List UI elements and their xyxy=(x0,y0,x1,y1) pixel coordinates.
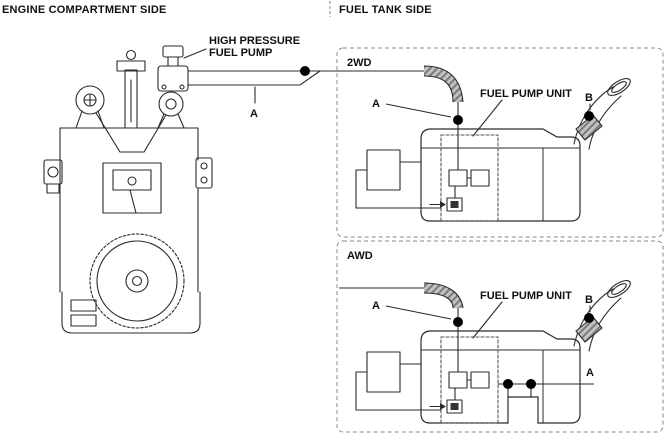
fuel-tank-seams-awd xyxy=(421,349,580,423)
pump-label-leader-line xyxy=(183,48,207,59)
engine-illustration xyxy=(43,45,213,334)
supply-hose-outline-awd xyxy=(423,282,464,309)
supply-hose-hatched-awd xyxy=(423,283,463,309)
connector-a-label-2wd: A xyxy=(372,98,380,110)
fuel-tank-outline-awd xyxy=(420,330,581,424)
fuel-tank-outline-2wd xyxy=(420,128,581,222)
high-pressure-fuel-pump-label-line2: FUEL PUMP xyxy=(209,47,272,59)
high-pressure-fuel-pump xyxy=(157,45,189,92)
connector-a-leader-line-awd xyxy=(385,305,452,320)
crank-pulley xyxy=(89,233,185,329)
connector-b-label-2wd: B xyxy=(585,92,593,104)
section-box-awd xyxy=(336,240,664,433)
connector-a-label-awd: A xyxy=(372,300,380,312)
engine-side-header: ENGINE COMPARTMENT SIDE xyxy=(2,4,167,16)
section-title-awd: AWD xyxy=(347,250,373,262)
cam-pulley-right xyxy=(157,91,185,129)
tank-assembly-awd xyxy=(339,276,634,424)
connector-b-label-awd: B xyxy=(585,294,593,306)
fuel-pump-unit-label-2wd: FUEL PUMP UNIT xyxy=(480,88,572,100)
piston-cutaway xyxy=(102,162,162,214)
connector-a-label-engine: A xyxy=(250,108,258,120)
supply-hose-outline-2wd xyxy=(423,75,454,103)
timing-chain-lines xyxy=(95,112,167,153)
high-pressure-fuel-pump-label-line1: HIGH PRESSURE xyxy=(209,35,300,47)
fuel-tank-side-header: FUEL TANK SIDE xyxy=(339,4,432,16)
feed-line-lower xyxy=(187,70,321,86)
engine-mount-left xyxy=(43,159,63,194)
tank-assembly-2wd xyxy=(355,65,634,222)
chain-tensioner xyxy=(116,49,146,129)
fuel-pump-unit-label-awd: FUEL PUMP UNIT xyxy=(480,290,572,302)
fuel-tank-seams-2wd xyxy=(421,147,580,221)
connector-a-leader-line-2wd xyxy=(385,103,452,118)
section-box-2wd xyxy=(336,47,664,238)
connector-a-dot-awd xyxy=(453,317,463,327)
fuel-line-connector-dot xyxy=(300,66,310,76)
connector-a-dot-2wd xyxy=(453,115,463,125)
connector-a2-label-awd: A xyxy=(586,367,594,379)
supply-hose-outline-awd xyxy=(423,292,454,309)
crossover-dot-2-awd xyxy=(526,379,536,389)
cam-pulley-left xyxy=(75,85,105,129)
section-title-2wd: 2WD xyxy=(347,57,372,69)
supply-hose-outline-2wd xyxy=(423,65,464,103)
crossover-dot-1-awd xyxy=(503,379,513,389)
supply-hose-hatched-2wd xyxy=(423,66,463,103)
oil-pan xyxy=(61,291,201,334)
engine-mount-right xyxy=(195,157,213,189)
